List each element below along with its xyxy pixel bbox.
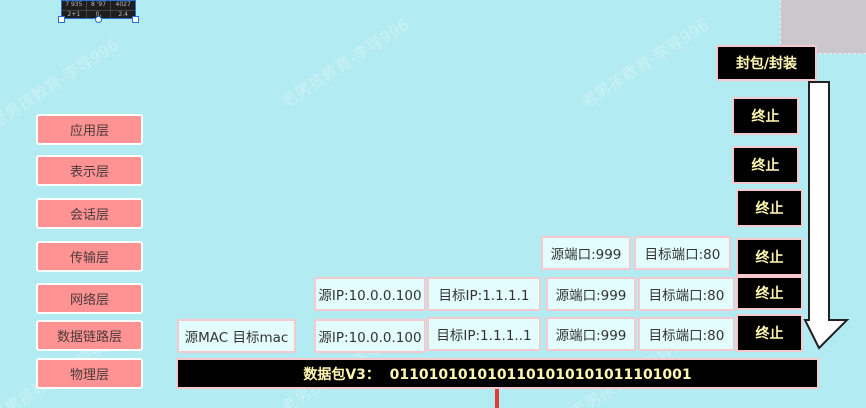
packet-bar: 数据包V3： 0110101010101101010101011101001 — [176, 358, 819, 389]
thumb-key: 4027 — [115, 1, 131, 8]
layer-application: 应用层 — [36, 114, 143, 145]
dst-ip-cell: 目标IP:1.1.1.1 — [427, 277, 541, 311]
dst-ip-cell: 目标IP:1.1.1..1 — [427, 317, 541, 351]
resize-handle[interactable] — [58, 16, 65, 23]
dst-port-cell: 目标端口:80 — [638, 317, 735, 351]
stop-button[interactable]: 终止 — [736, 238, 803, 276]
stop-button[interactable]: 终止 — [736, 189, 803, 227]
layer-session: 会话层 — [36, 198, 143, 229]
watermark: 老男孩教育-李导996 — [277, 14, 413, 112]
mac-cell: 源MAC 目标mac — [177, 319, 296, 353]
layer-presentation: 表示层 — [36, 155, 143, 186]
watermark: 老男孩教育-李导996 — [577, 14, 713, 112]
dst-port-cell: 目标端口:80 — [638, 277, 735, 311]
src-port-cell: 源端口:999 — [546, 317, 636, 351]
stop-button[interactable]: 终止 — [732, 97, 799, 135]
src-port-cell: 源端口:999 — [541, 236, 631, 270]
stop-button[interactable]: 终止 — [732, 146, 799, 184]
resize-handle[interactable] — [132, 16, 139, 23]
stop-button[interactable]: 终止 — [736, 276, 803, 310]
down-arrow-icon — [803, 81, 850, 350]
resize-handle[interactable] — [95, 16, 102, 23]
src-ip-cell: 源IP:10.0.0.100 — [314, 319, 426, 353]
thumb-key: 8 '97 — [87, 1, 112, 10]
thumb-key: 2.4 — [118, 11, 128, 18]
layer-physical: 物理层 — [36, 358, 143, 389]
encapsulation-button[interactable]: 封包/封装 — [716, 45, 817, 81]
layer-data-link: 数据链路层 — [36, 320, 143, 351]
thumb-key: 7 935 — [62, 1, 87, 10]
src-port-cell: 源端口:999 — [546, 277, 636, 311]
dst-port-cell: 目标端口:80 — [634, 236, 731, 270]
src-ip-cell: 源IP:10.0.0.100 — [314, 277, 426, 311]
layer-transport: 传输层 — [36, 241, 143, 272]
thumb-key: 2+1 — [62, 11, 87, 18]
layer-network: 网络层 — [36, 283, 143, 314]
thumb-key: 0, — [87, 11, 112, 18]
stop-button[interactable]: 终止 — [736, 314, 803, 352]
connector-line — [495, 389, 499, 408]
